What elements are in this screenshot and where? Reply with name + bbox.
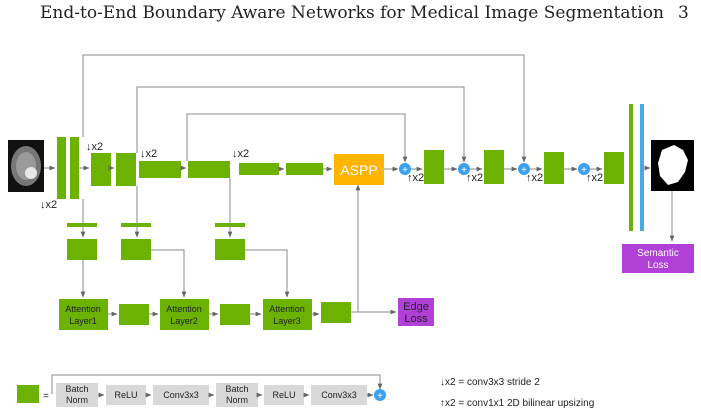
attention-layer-1-label: Attention — [65, 304, 101, 314]
op-label: Batch — [225, 384, 248, 394]
op-label: Conv3x3 — [163, 390, 199, 400]
op-conv-2 — [311, 385, 367, 405]
op-label: ReLU — [272, 390, 295, 400]
edge-loss-box — [398, 298, 434, 326]
skip-add-node — [399, 163, 411, 175]
upsample-label: ↑x2 — [466, 172, 483, 184]
encoder-block — [70, 137, 79, 199]
upsample-label: ↑x2 — [586, 172, 603, 184]
op-relu-1 — [106, 385, 146, 405]
edge-block — [119, 304, 149, 325]
attention-layer-2 — [160, 299, 209, 330]
downsample-label: ↓x2 — [86, 141, 103, 153]
decoder-block — [484, 150, 504, 184]
op-label: Conv3x3 — [321, 390, 357, 400]
input-mri-image — [8, 140, 44, 192]
plus-symbol: + — [581, 165, 587, 176]
edge-tap-bar — [67, 223, 97, 227]
legend-add-node — [374, 389, 386, 401]
equals-symbol: = — [43, 391, 49, 402]
attention-layer-3 — [263, 299, 312, 330]
legend-block-swatch — [17, 385, 39, 403]
plus-symbol: + — [402, 165, 408, 176]
skip-add-node — [458, 163, 470, 175]
downsample-label: ↓x2 — [140, 148, 157, 160]
skip-add-node — [518, 163, 530, 175]
edge-block — [67, 239, 97, 260]
edge-block — [321, 302, 351, 323]
legend-upsample: ↑x2 = conv1x1 2D bilinear upsizing — [440, 398, 594, 409]
encoder-block — [116, 153, 136, 186]
encoder-block — [139, 161, 181, 178]
edge-loss-label: Loss — [404, 313, 428, 325]
edge-block — [215, 239, 245, 260]
edge-block — [121, 239, 151, 260]
output-bar-green — [629, 104, 633, 231]
decoder-block — [424, 150, 444, 184]
output-segmentation-image — [651, 140, 694, 191]
encoder-block — [91, 153, 111, 186]
page-header: End-to-End Boundary Aware Networks for M… — [0, 0, 701, 28]
op-conv-1 — [153, 385, 209, 405]
encoder-block — [239, 163, 279, 175]
op-batchnorm-2 — [216, 383, 258, 407]
semantic-loss-box — [622, 244, 694, 273]
paper-running-title: End-to-End Boundary Aware Networks for M… — [40, 3, 664, 23]
attention-layer-2-label: Layer2 — [170, 316, 198, 326]
upsample-label: ↑x2 — [407, 172, 424, 184]
output-bar-blue — [640, 104, 644, 231]
encoder-block — [188, 161, 230, 178]
op-batchnorm-1 — [56, 383, 98, 407]
decoder-block — [604, 152, 624, 184]
op-relu-2 — [264, 385, 304, 405]
op-label: Norm — [226, 395, 248, 405]
semantic-loss-label: Loss — [647, 260, 668, 271]
attention-layer-1-label: Layer1 — [69, 316, 97, 326]
downsample-label: ↓x2 — [40, 199, 57, 211]
attention-layer-1 — [59, 299, 108, 330]
downsample-label: ↓x2 — [232, 148, 249, 160]
plus-symbol: + — [461, 165, 467, 176]
edge-block — [220, 304, 250, 325]
encoder-block — [286, 163, 323, 175]
aspp-block — [334, 154, 384, 185]
plus-symbol: + — [521, 165, 527, 176]
op-label: Norm — [66, 395, 88, 405]
decoder-block — [544, 152, 564, 184]
skip-add-node — [578, 163, 590, 175]
plus-symbol: + — [377, 391, 383, 402]
op-label: ReLU — [114, 390, 137, 400]
attention-layer-3-label: Layer3 — [273, 316, 301, 326]
edge-loss-label: Edge — [403, 301, 429, 313]
upsample-label: ↑x2 — [526, 172, 543, 184]
edge-tap-bar — [121, 223, 151, 227]
page-number: 3 — [678, 3, 689, 23]
attention-layer-2-label: Attention — [166, 304, 202, 314]
semantic-loss-label: Semantic — [637, 248, 679, 259]
op-label: Batch — [65, 384, 88, 394]
aspp-label: ASPP — [340, 162, 377, 178]
attention-layer-3-label: Attention — [269, 304, 305, 314]
legend-downsample: ↓x2 = conv3x3 stride 2 — [440, 377, 540, 388]
encoder-block — [57, 137, 66, 199]
